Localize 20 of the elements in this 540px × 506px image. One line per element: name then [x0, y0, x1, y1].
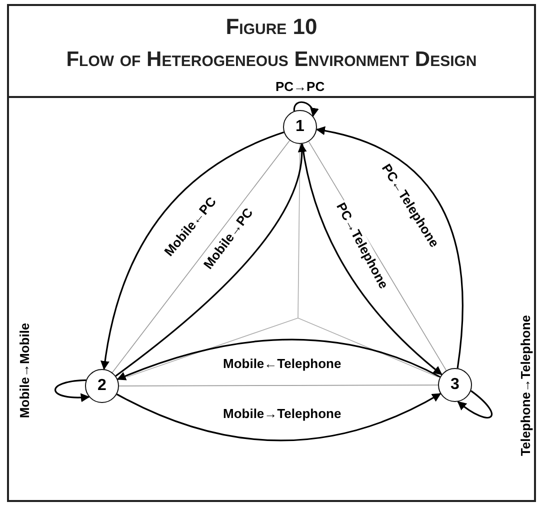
- edge-label: PC→PC: [274, 78, 326, 94]
- edge-label: Mobile←Telephone: [222, 356, 342, 370]
- connector-line: [118, 384, 438, 386]
- state-circle: [85, 369, 119, 403]
- self-loop-arrow: [457, 390, 492, 418]
- state-circle: [438, 368, 472, 402]
- curved-arrow: [316, 126, 464, 368]
- figure-title: Flow of Heterogeneous Environment Design: [65, 48, 478, 72]
- state-number: 2: [98, 377, 106, 395]
- self-loop-arrow: [293, 101, 318, 117]
- state-number: 3: [450, 376, 460, 394]
- state-circle: [283, 110, 317, 144]
- curved-arrow: [116, 393, 442, 442]
- state-number: 1: [296, 118, 304, 136]
- edge-label: Mobile→Telephone: [222, 406, 342, 420]
- edge-label: Mobile→Mobile: [16, 321, 32, 419]
- curved-arrow: [116, 338, 440, 380]
- figure-number: Figure 10: [224, 14, 318, 40]
- self-loop-arrow: [54, 379, 90, 402]
- edge-label: Telephone→Telephone: [518, 313, 533, 457]
